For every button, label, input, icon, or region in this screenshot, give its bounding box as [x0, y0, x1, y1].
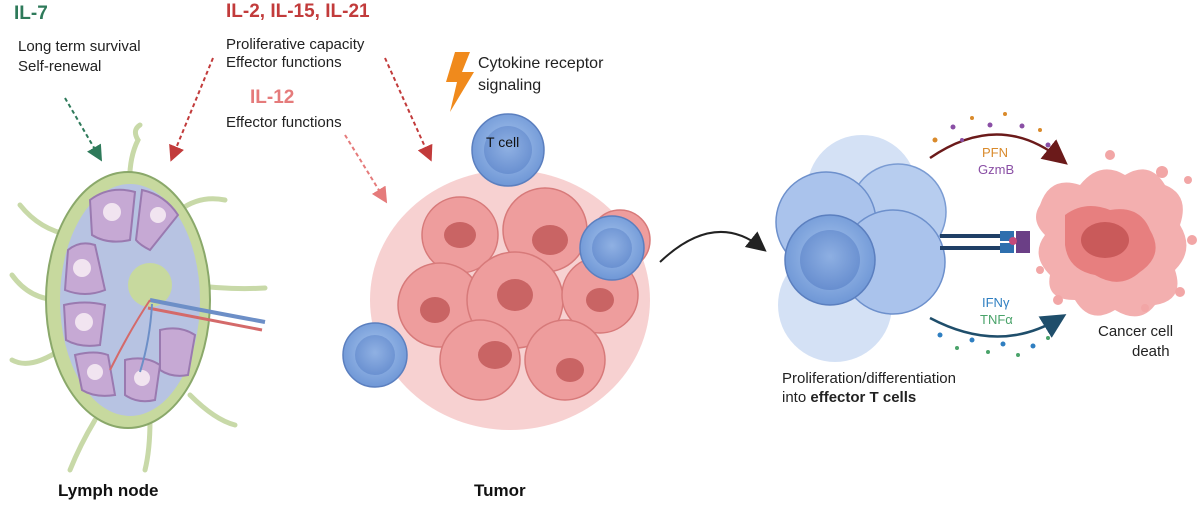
effector-tcell-cluster — [775, 135, 947, 362]
effector-caption-1: Proliferation/differentiation — [782, 370, 956, 387]
cytokine-dots-bottom — [937, 332, 1050, 357]
tcell-right — [579, 215, 645, 281]
il7-arrow — [64, 97, 103, 162]
cytokine-release-arrow — [929, 314, 1067, 338]
tumor-illustration — [370, 170, 651, 430]
il2-function-2: Effector functions — [226, 54, 342, 71]
pfn-gzmb-arrow — [929, 133, 1068, 165]
il2-arrow-tumor — [384, 57, 433, 162]
lightning-icon — [446, 52, 474, 112]
pfn-label: PFN — [982, 145, 1008, 160]
il12-function: Effector functions — [226, 114, 342, 131]
il7-function-1: Long term survival — [18, 38, 141, 55]
signaling-label-2: signaling — [478, 77, 542, 94]
ifng-label: IFNγ — [982, 295, 1010, 310]
proliferation-arrow — [659, 230, 767, 263]
tnfa-label: TNFα — [980, 312, 1013, 327]
il2-function-1: Proliferative capacity — [226, 36, 365, 53]
tcell-left — [342, 322, 408, 388]
il7-title: IL-7 — [14, 3, 48, 24]
il2-il15-il21-title: IL-2, IL-15, IL-21 — [226, 1, 370, 22]
tcell-label: T cell — [486, 134, 520, 150]
signaling-label-1: Cytokine receptor — [478, 55, 604, 72]
tumor-caption: Tumor — [474, 481, 526, 500]
lymph-node-illustration — [9, 122, 268, 473]
effector-caption-2: into effector T cells — [782, 388, 916, 408]
cancer-cell-death-label-1: Cancer cell — [1098, 323, 1174, 340]
cancer-cell-death-label-2: death — [1132, 343, 1170, 360]
il12-arrow — [344, 134, 388, 204]
gzmb-label: GzmB — [978, 162, 1015, 177]
il2-arrow-lymph — [169, 57, 214, 162]
effector-caption-bold: effector T cells — [810, 389, 917, 406]
effector-caption-prefix: into — [782, 389, 811, 406]
il12-title: IL-12 — [250, 87, 295, 108]
dying-cancer-cell — [1036, 150, 1197, 317]
tcr-mhc-synapse — [940, 231, 1030, 253]
granule-dots-top — [932, 112, 1051, 148]
tcell-top — [471, 113, 545, 187]
il7-function-2: Self-renewal — [18, 58, 102, 75]
lymph-node-caption: Lymph node — [58, 481, 159, 500]
